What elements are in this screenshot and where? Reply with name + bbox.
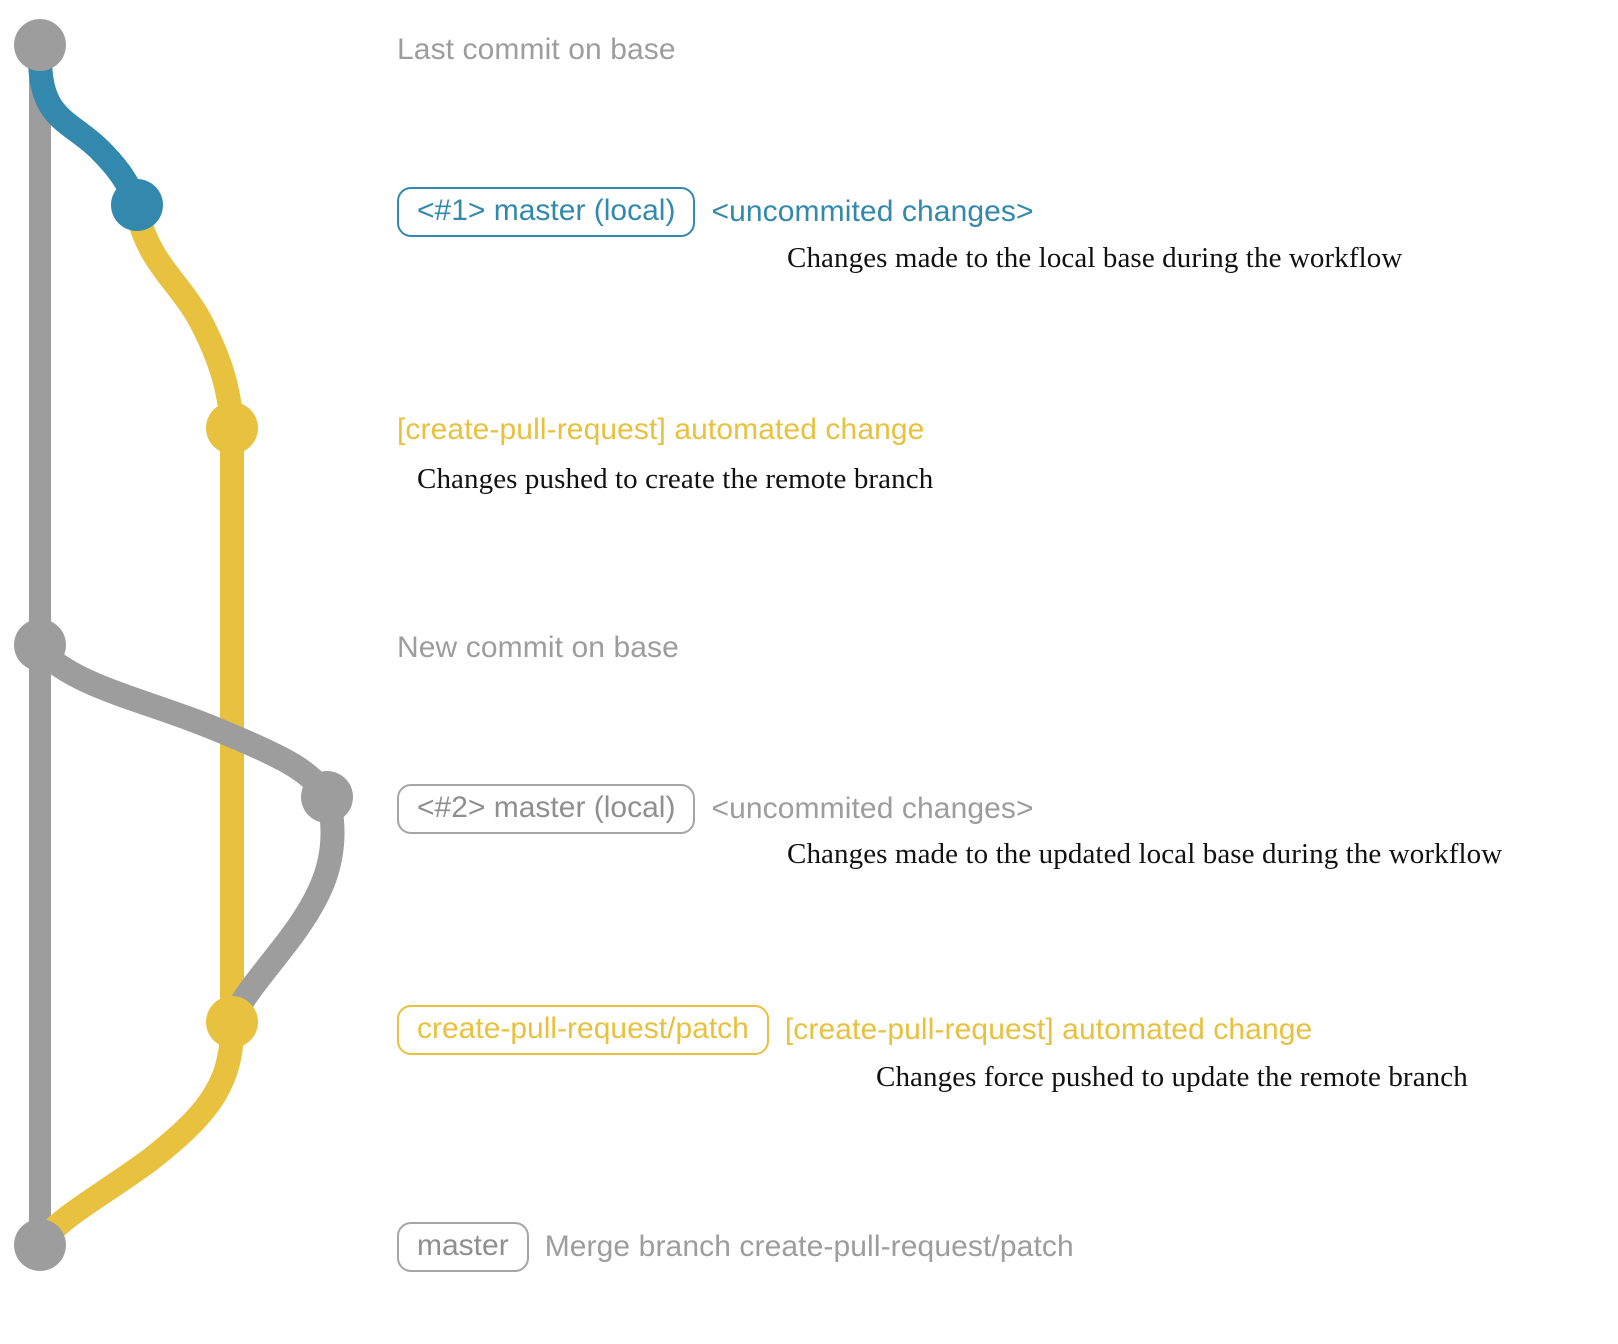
commit-headline: Merge branch create-pull-request/patch [544,1230,1074,1263]
commit-node-base-1[interactable] [14,19,66,71]
entry-merge-commit: master Merge branch create-pull-request/… [397,1222,1074,1272]
commit-node-local-2[interactable] [301,771,353,823]
ref-badge-master-local-1[interactable]: <#1> master (local) [397,187,696,237]
entry-automated-change-1: [create-pull-request] automated change [397,413,924,447]
commit-description: Changes force pushed to update the remot… [876,1061,1468,1093]
commit-node-patch-2[interactable] [206,996,258,1048]
entry-automated-change-2: create-pull-request/patch [create-pull-r… [397,1005,1312,1055]
entry-local-commit-1: <#1> master (local) <uncommited changes> [397,187,1034,237]
commit-headline: <uncommited changes> [711,792,1034,825]
edge-local2-to-patch2 [220,794,345,1034]
entry-new-commit-on-base: New commit on base [397,631,679,665]
edge-base2-to-local2 [28,638,339,809]
commit-node-local-1[interactable] [111,179,163,231]
ref-badge-create-pull-request-patch[interactable]: create-pull-request/patch [397,1005,769,1055]
ref-badge-master[interactable]: master [397,1222,529,1272]
commit-description: Changes made to the updated local base d… [787,838,1503,870]
commit-headline: Last commit on base [397,33,676,66]
commit-node-base-2[interactable] [14,619,66,671]
commit-headline: [create-pull-request] automated change [397,413,925,446]
commit-description: Changes made to the local base during th… [787,242,1403,274]
commit-headline: New commit on base [397,631,679,664]
entry-local-commit-2: <#2> master (local) <uncommited changes> [397,784,1034,834]
edge-local1-to-patch1 [125,200,244,440]
commit-node-patch-1[interactable] [206,402,258,454]
commit-headline: [create-pull-request] automated change [784,1013,1313,1046]
ref-badge-master-local-2[interactable]: <#2> master (local) [397,784,696,834]
edge-patch2-to-base3 [28,1016,244,1257]
commit-description: Changes pushed to create the remote bran… [417,463,934,495]
entry-last-commit-on-base: Last commit on base [397,33,676,67]
commit-headline: <uncommited changes> [711,195,1034,228]
commit-node-base-3[interactable] [14,1219,66,1271]
